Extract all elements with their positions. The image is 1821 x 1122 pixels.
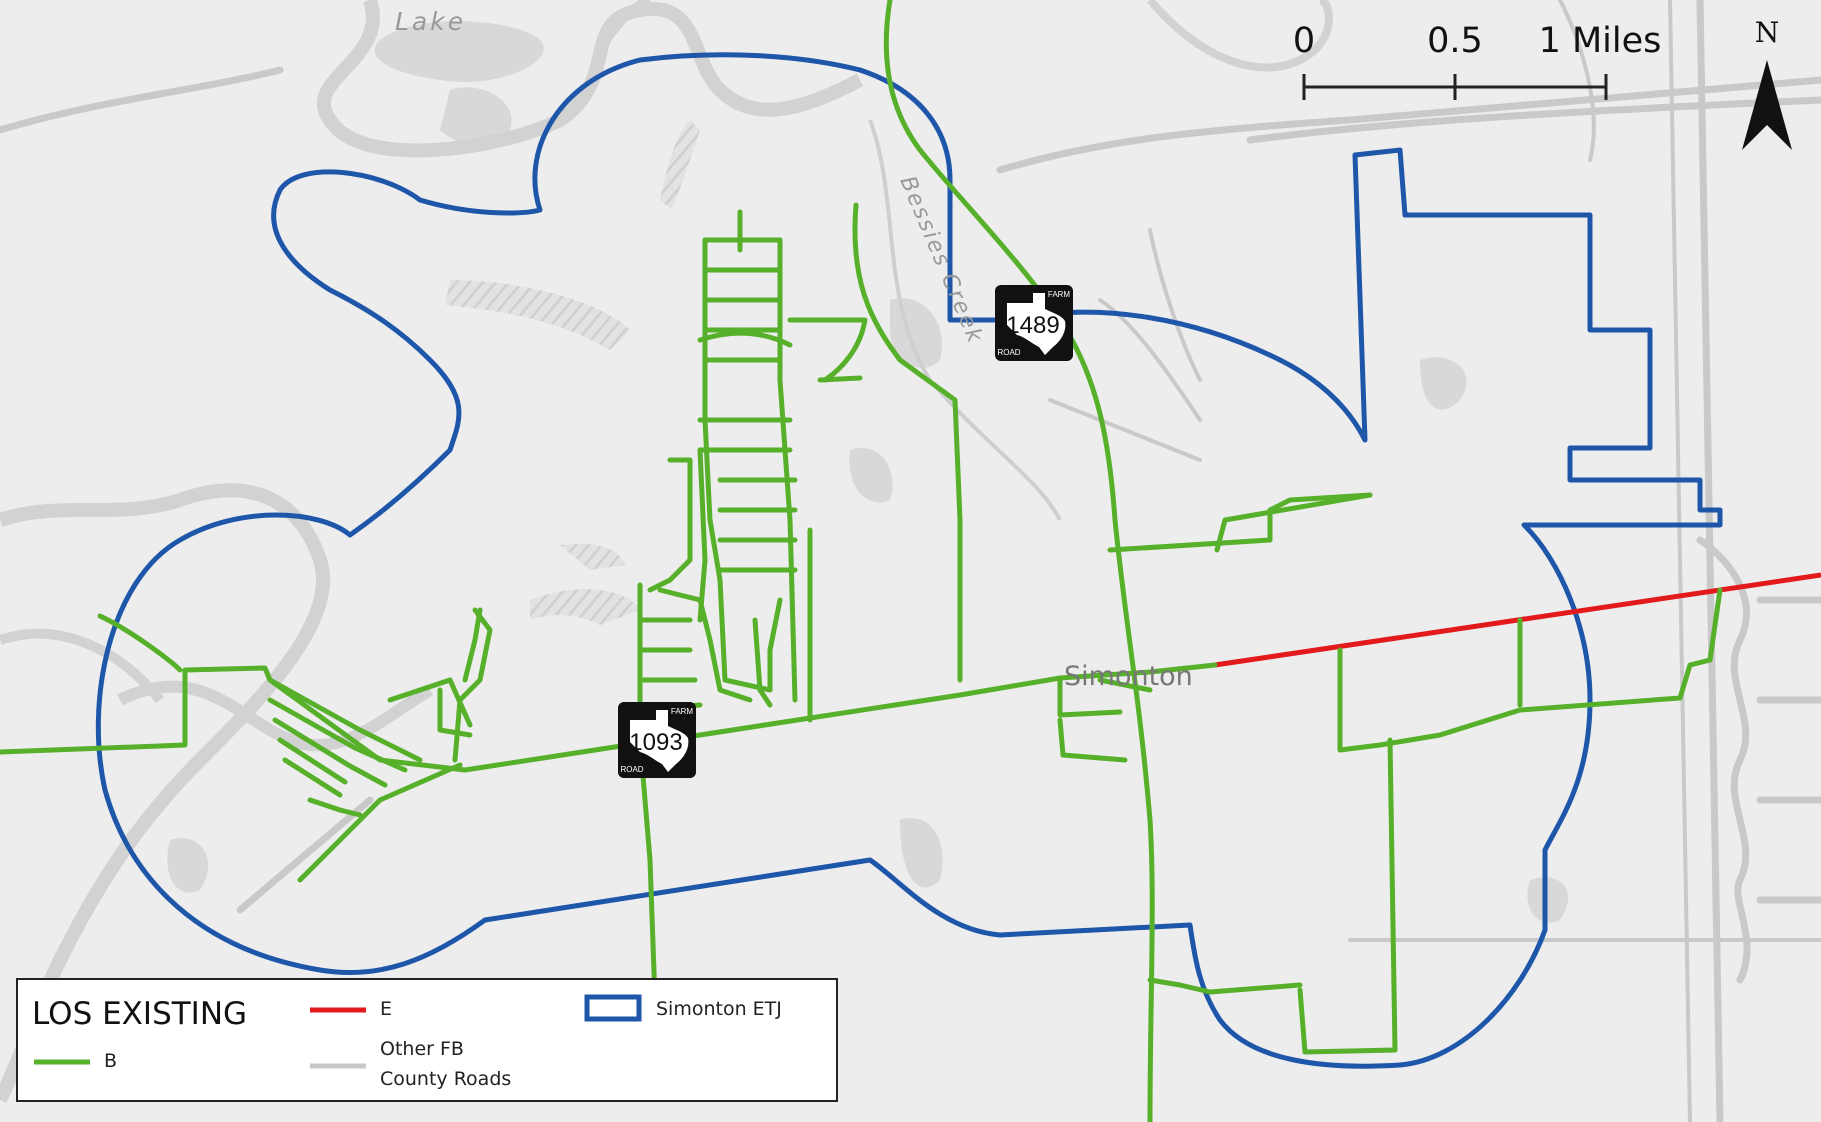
water-features xyxy=(167,21,1569,923)
scale-label-0: 0 xyxy=(1293,21,1315,61)
shield-bottom-text: ROAD xyxy=(997,348,1020,357)
legend: LOS EXISTING B E Other FB County Roads S… xyxy=(16,978,838,1102)
legend-label-b: B xyxy=(104,1050,118,1072)
north-arrow: N xyxy=(1742,16,1792,150)
bessies-creek xyxy=(868,119,1062,521)
scale-bar: 0 0.5 1 Miles xyxy=(1293,21,1662,100)
legend-label-etj: Simonton ETJ xyxy=(656,998,782,1020)
legend-swatch-b xyxy=(34,1059,90,1065)
water-label-lake: Lake xyxy=(395,7,466,36)
legend-swatch-etj xyxy=(584,994,642,1022)
los-b-roads xyxy=(0,0,1723,1122)
legend-label-e: E xyxy=(380,998,393,1020)
shield-top-text: FARM xyxy=(1048,290,1071,299)
place-label-simonton: Simonton xyxy=(1064,661,1193,692)
north-label: N xyxy=(1755,16,1780,49)
scale-label-1-miles: 1 Miles xyxy=(1539,21,1662,61)
simonton-etj-boundary xyxy=(95,52,1723,1069)
legend-title: LOS EXISTING xyxy=(32,996,248,1032)
river xyxy=(0,0,1333,1104)
shield-bottom-text: ROAD xyxy=(620,765,643,774)
shield-top-text: FARM xyxy=(671,707,694,716)
legend-swatch-e xyxy=(310,1007,366,1013)
shield-fm-1489: 1489 FARM ROAD xyxy=(995,285,1073,361)
legend-swatch-other-roads xyxy=(310,1063,366,1069)
shield-fm-1093: 1093 FARM ROAD xyxy=(618,702,696,778)
hatched-areas xyxy=(445,120,700,625)
scale-label-half: 0.5 xyxy=(1427,21,1483,61)
shield-number: 1093 xyxy=(629,729,682,756)
legend-label-other-roads-line2: County Roads xyxy=(380,1068,512,1090)
legend-label-other-roads-line1: Other FB xyxy=(380,1038,464,1060)
shield-number: 1489 xyxy=(1006,312,1059,339)
